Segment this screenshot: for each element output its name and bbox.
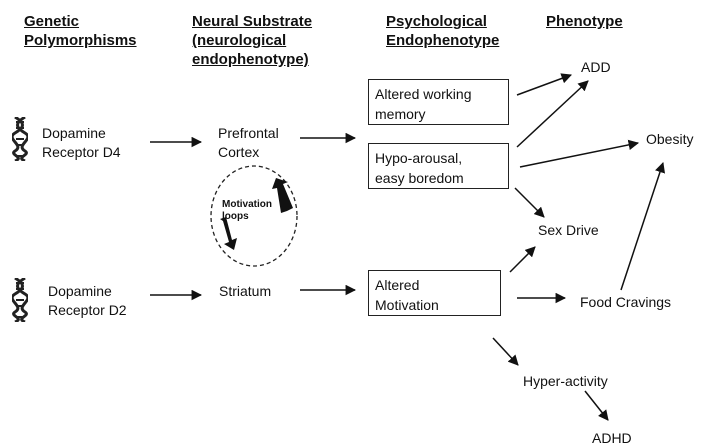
header-phenotype: Phenotype [546, 13, 623, 30]
motivation-loop-arrows [220, 178, 293, 250]
header-neural-line3: endophenotype) [192, 51, 309, 68]
header-psychological-endophenotype: Psychological Endophenotype [386, 12, 499, 50]
header-psych-line2: Endophenotype [386, 32, 500, 49]
arrow-motivation-to-sexdrive [509, 246, 536, 273]
header-neural-line2: (neurological [192, 32, 287, 49]
header-neural-substrate: Neural Substrate (neurological endopheno… [192, 12, 312, 69]
header-genetic-line2: Polymorphisms [24, 32, 137, 49]
phenotype-sex-drive: Sex Drive [538, 222, 599, 238]
gene-d4-line1: Dopamine [42, 125, 106, 141]
header-neural-line1: Neural Substrate [192, 13, 313, 30]
arrow-hypo-to-sexdrive [514, 187, 545, 218]
box-altered-working-memory: Altered working memory [368, 79, 509, 125]
gene-d2-line2: Receptor D2 [48, 302, 127, 318]
header-genetic-polymorphisms: Genetic Polymorphisms [24, 12, 137, 50]
box-altered-motivation: Altered Motivation [368, 270, 501, 316]
arrow-motivation-to-hyper [492, 337, 519, 366]
dna-helix-icon [12, 278, 28, 322]
phenotype-hyper-activity: Hyper-activity [523, 373, 608, 389]
hypo-arousal-line2: easy boredom [375, 170, 464, 186]
arrow-hyper-to-adhd [584, 390, 609, 421]
phenotype-food-cravings: Food Cravings [580, 294, 672, 310]
box-hypo-arousal: Hypo-arousal, easy boredom [368, 143, 509, 189]
arrow-memory-to-add [516, 73, 572, 96]
loops-line2: loops [222, 211, 249, 222]
gene-dopamine-receptor-d4: Dopamine Receptor D4 [42, 124, 121, 162]
working-memory-line1: Altered working [375, 86, 472, 102]
gene-d4-line2: Receptor D4 [42, 144, 121, 160]
phenotype-obesity: Obesity [646, 131, 694, 147]
prefrontal-line1: Prefrontal [218, 125, 279, 141]
arrow-hypo-to-obesity [519, 139, 640, 168]
motivation-line2: Motivation [375, 297, 439, 313]
gene-d2-line1: Dopamine [48, 283, 112, 299]
phenotype-adhd: ADHD [592, 430, 632, 446]
gene-dopamine-receptor-d2: Dopamine Receptor D2 [48, 282, 127, 320]
neural-striatum: Striatum [219, 283, 272, 299]
motivation-loop-ellipse [210, 165, 298, 267]
prefrontal-line2: Cortex [218, 144, 260, 160]
phenotype-add: ADD [581, 59, 611, 75]
hypo-arousal-line1: Hypo-arousal, [375, 150, 463, 166]
motivation-loops-label: Motivation loops [222, 199, 272, 223]
working-memory-line2: memory [375, 106, 426, 122]
arrow-food-to-obesity [620, 162, 666, 291]
header-psych-line1: Psychological [386, 13, 487, 30]
loops-line1: Motivation [222, 199, 272, 210]
neural-prefrontal-cortex: Prefrontal Cortex [218, 124, 279, 162]
arrow-hypo-to-add [516, 80, 589, 148]
motivation-line1: Altered [375, 277, 420, 293]
header-genetic-line1: Genetic [24, 13, 80, 30]
dna-helix-icon [12, 117, 28, 161]
